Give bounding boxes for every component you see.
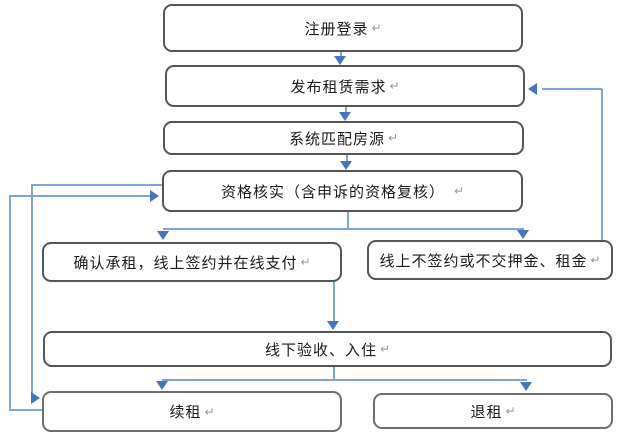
flow-box-confirm-sign-pay: 确认承租，线上签约并在线支付↵ (42, 242, 342, 282)
edge-renew-to-verify-top-line (9, 195, 150, 197)
flow-box-system-match: 系统匹配房源↵ (163, 121, 524, 155)
flow-box-no-sign-no-pay: 线上不签约或不交押金、租金↵ (367, 240, 613, 280)
flow-box-label: 线上不签约或不交押金、租金 (379, 252, 588, 270)
flow-box-label: 注册登录 (304, 20, 369, 38)
edge-checkin-branch-stem-line (333, 367, 335, 380)
edge-register-to-publish-line (340, 52, 342, 58)
edge-publish-to-match-line (345, 107, 347, 114)
edge-checkin-branch-line (162, 379, 527, 381)
arrowhead-down-icon (340, 161, 352, 170)
edge-nosign-to-publish-vertical-line (601, 89, 603, 240)
paragraph-mark-icon: ↵ (204, 404, 215, 419)
arrowhead-down-icon (339, 112, 351, 121)
edge-renew-to-verify-bottom-line (9, 409, 43, 411)
arrowhead-down-icon (334, 56, 346, 65)
edge-verify-branch-line (163, 228, 524, 230)
flow-box-label: 确认承租，线上签约并在线支付 (73, 254, 298, 272)
flow-box-publish-demand: 发布租赁需求↵ (165, 65, 525, 107)
paragraph-mark-icon: ↵ (387, 131, 399, 145)
paragraph-mark-icon: ↵ (590, 253, 601, 267)
flow-box-renew: 续租↵ (42, 391, 342, 432)
paragraph-mark-icon: ↵ (379, 342, 391, 356)
arrowhead-down-icon (157, 231, 169, 240)
arrowhead-down-icon (520, 382, 532, 391)
flow-box-label: 系统匹配房源 (288, 130, 385, 148)
flow-box-label: 续租 (169, 404, 202, 421)
flow-box-register-login: 注册登录↵ (163, 4, 523, 52)
edge-confirm-to-checkin-line (333, 282, 335, 323)
flow-box-label: 退租 (470, 403, 503, 421)
arrowhead-down-icon (327, 321, 339, 330)
flow-box-label: 资格核实（含申诉的资格复核） (220, 183, 445, 201)
edge-match-to-verify-line (346, 155, 348, 163)
paragraph-mark-icon: ↵ (300, 255, 311, 269)
paragraph-mark-icon: ↵ (453, 184, 465, 198)
paragraph-mark-icon: ↵ (505, 404, 516, 418)
arrowhead-right-icon (31, 392, 40, 404)
arrowhead-down-icon (156, 381, 168, 390)
edge-verify-branch-stem-line (347, 212, 349, 229)
edge-verify-to-renew-top-line (31, 184, 163, 186)
arrowhead-right-icon (150, 190, 159, 202)
edge-verify-to-renew-vertical-line (31, 184, 33, 396)
arrowhead-left-icon (528, 83, 537, 95)
flow-box-qualification-verify: 资格核实（含申诉的资格复核） ↵ (162, 170, 523, 212)
flow-box-label: 发布租赁需求 (290, 78, 387, 96)
arrowhead-down-icon (517, 230, 529, 239)
paragraph-mark-icon: ↵ (371, 21, 382, 35)
paragraph-mark-icon: ↵ (389, 79, 400, 93)
edge-renew-to-verify-vertical-line (9, 196, 11, 410)
flow-box-offline-checkin: 线下验收、入住↵ (43, 331, 612, 367)
edge-nosign-to-publish-horizontal-line (542, 88, 602, 90)
flow-box-label: 线下验收、入住 (264, 341, 377, 359)
flow-box-terminate: 退租↵ (373, 393, 613, 429)
